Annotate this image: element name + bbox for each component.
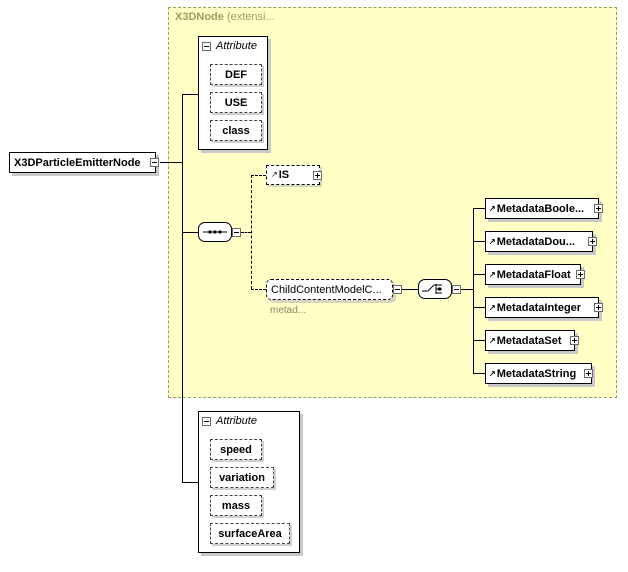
choice-item-connector: [473, 208, 485, 209]
attribute-class[interactable]: class: [210, 120, 262, 141]
choice-item-metadataboolean[interactable]: ↗MetadataBoole...: [485, 198, 599, 219]
root-connector: [160, 162, 182, 163]
choice-item-label: MetadataBoole...: [496, 202, 585, 215]
child-content-label: ChildContentModelC...: [271, 283, 382, 296]
expand-icon[interactable]: [594, 303, 603, 312]
own-attr-connector: [182, 482, 198, 483]
choice-compositor[interactable]: [418, 279, 452, 299]
sequence-branch-line: [251, 175, 252, 289]
choice-item-metadataset[interactable]: ↗MetadataSet: [485, 330, 575, 351]
choice-out-line: [461, 289, 473, 290]
extension-title: X3DNode (extensi...: [175, 11, 275, 23]
choice-item-label: MetadataInteger: [496, 301, 582, 314]
sequence-collapse-icon[interactable]: [232, 228, 241, 237]
choice-item-metadatafloat[interactable]: ↗MetadataFloat: [485, 264, 581, 285]
choice-icon: [422, 284, 442, 294]
is-connector: [251, 175, 266, 176]
expand-icon[interactable]: [588, 237, 597, 246]
child-content-group[interactable]: ChildContentModelC...: [266, 279, 393, 300]
root-label: X3DParticleEmitterNode: [14, 156, 141, 169]
sequence-connector: [182, 232, 198, 233]
expand-icon[interactable]: [594, 204, 603, 213]
choice-branch-line: [473, 208, 474, 373]
root-element[interactable]: X3DParticleEmitterNode: [9, 152, 156, 173]
child-content-annotation: metad...: [270, 305, 307, 316]
inherited-attributes-collapse-icon[interactable]: [202, 42, 211, 51]
choice-item-label: MetadataString: [496, 367, 577, 380]
reference-arrow-icon: ↗: [271, 170, 278, 179]
expand-icon[interactable]: [576, 270, 585, 279]
choice-item-metadatainteger[interactable]: ↗MetadataInteger: [485, 297, 599, 318]
choice-item-metadatadouble[interactable]: ↗MetadataDou...: [485, 231, 593, 252]
choice-item-metadatastring[interactable]: ↗MetadataString: [485, 363, 592, 384]
extension-name: X3DNode: [175, 11, 224, 23]
reference-arrow-icon: ↗: [489, 335, 496, 345]
attribute-def[interactable]: DEF: [210, 64, 262, 85]
sequence-compositor[interactable]: [198, 222, 232, 242]
group-to-choice-line: [402, 289, 418, 290]
is-element[interactable]: ↗IS: [266, 165, 320, 185]
child-content-collapse-icon[interactable]: [393, 285, 402, 294]
own-attributes-header: Attribute: [216, 415, 257, 427]
choice-item-connector: [473, 307, 485, 308]
attribute-use[interactable]: USE: [210, 92, 262, 113]
extension-suffix: (extensi...: [223, 11, 275, 23]
choice-item-connector: [473, 274, 485, 275]
choice-item-connector: [473, 340, 485, 341]
choice-item-connector: [473, 373, 485, 374]
is-label: IS: [278, 169, 290, 181]
choice-collapse-icon[interactable]: [452, 285, 461, 294]
choice-item-label: MetadataSet: [496, 334, 562, 347]
expand-icon[interactable]: [584, 369, 593, 378]
choice-item-label: MetadataDou...: [496, 235, 575, 248]
root-collapse-icon[interactable]: [150, 158, 159, 167]
expand-icon[interactable]: [570, 336, 579, 345]
attribute-variation[interactable]: variation: [210, 467, 274, 488]
main-trunk-line: [182, 94, 183, 483]
attribute-mass[interactable]: mass: [210, 495, 262, 516]
reference-arrow-icon: ↗: [489, 203, 496, 213]
attribute-speed[interactable]: speed: [210, 439, 262, 460]
choice-item-connector: [473, 241, 485, 242]
reference-arrow-icon: ↗: [489, 269, 496, 279]
sequence-out-line: [241, 232, 251, 233]
reference-arrow-icon: ↗: [489, 236, 496, 246]
reference-arrow-icon: ↗: [489, 302, 496, 312]
reference-arrow-icon: ↗: [489, 368, 496, 378]
attribute-surfacearea[interactable]: surfaceArea: [210, 523, 290, 544]
own-attributes-collapse-icon[interactable]: [202, 417, 211, 426]
is-expand-icon[interactable]: [313, 171, 322, 180]
inherited-attr-connector: [182, 94, 198, 95]
choice-item-label: MetadataFloat: [496, 268, 571, 281]
sequence-icon: [203, 230, 227, 234]
inherited-attributes-header: Attribute: [216, 40, 257, 52]
child-content-connector: [251, 289, 266, 290]
